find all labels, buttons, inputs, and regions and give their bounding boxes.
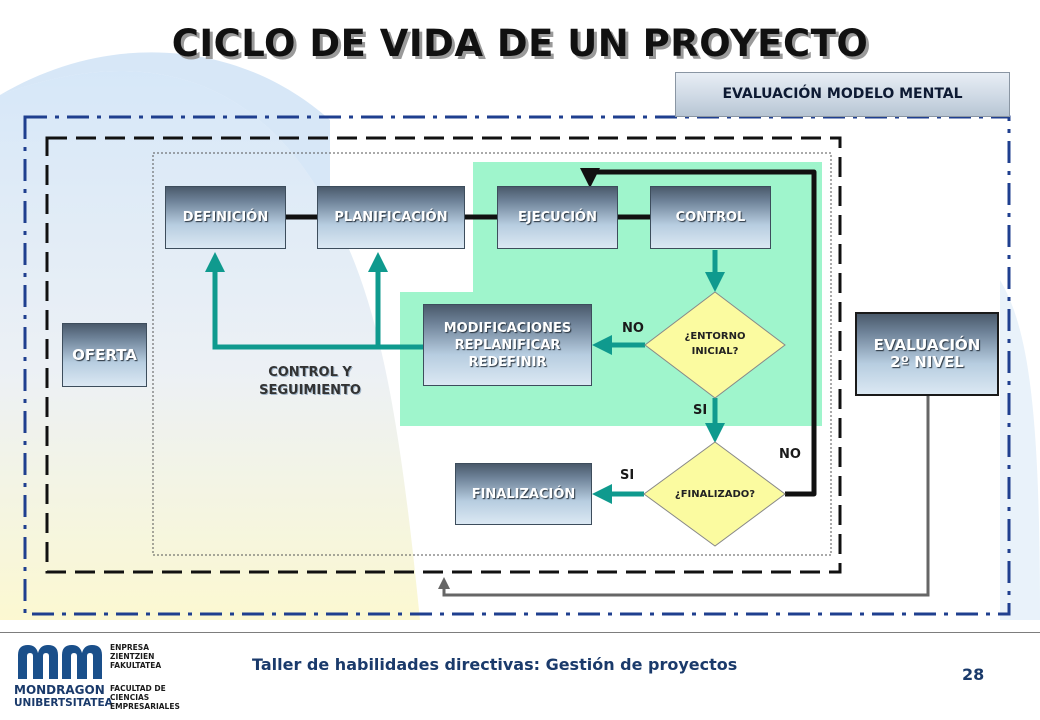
logo-side1-a: ENPRESA	[110, 643, 150, 652]
footer-text: Taller de habilidades directivas: Gestió…	[252, 655, 738, 674]
diamond-finalizado	[643, 441, 786, 547]
page-number: 28	[962, 665, 985, 684]
definicion-box: DEFINICIÓN	[165, 186, 286, 249]
background-blue-band	[0, 52, 330, 210]
modificaciones-line3: REDEFINIR	[468, 354, 547, 370]
arrow-no-loop	[580, 168, 817, 497]
entorno-question: ¿ENTORNO INICIAL?	[665, 329, 765, 359]
logo-side2-b: CIENCIAS	[110, 693, 150, 702]
footer-divider	[0, 632, 1040, 633]
modificaciones-line2: REPLANIFICAR	[454, 337, 561, 353]
control-seguimiento-label: CONTROL Y SEGUIMIENTO	[230, 364, 390, 400]
logo-side1-b: ZIENTZIEN	[110, 652, 155, 661]
label-si-finalizado: SI	[620, 468, 635, 483]
control-box: CONTROL	[650, 186, 771, 249]
logo-side1-c: FAKULTATEA	[110, 661, 162, 670]
evaluacion-2-line2: 2º NIVEL	[890, 353, 964, 371]
ejecucion-box: EJECUCIÓN	[497, 186, 618, 249]
entorno-line1: ¿ENTORNO	[684, 331, 746, 342]
logo-side-group-2: FACULTAD DE CIENCIAS EMPRESARIALES	[110, 684, 180, 711]
mondragon-logo-mark	[18, 645, 102, 679]
label-si-entorno: SI	[693, 403, 708, 418]
logo-side-group-1: ENPRESA ZIENTZIEN FAKULTATEA	[110, 643, 161, 670]
evaluacion-modelo-mental-box: EVALUACIÓN MODELO MENTAL	[675, 72, 1010, 117]
finalizado-question: ¿FINALIZADO?	[674, 489, 756, 500]
outer-frame	[23, 115, 1011, 616]
arrow-mod-feedback	[205, 252, 423, 350]
control-seguimiento-line1: CONTROL Y	[268, 365, 352, 380]
right-shade	[1000, 280, 1040, 620]
evaluacion-2-nivel-box: EVALUACIÓN 2º NIVEL	[855, 312, 999, 396]
modificaciones-line1: MODIFICACIONES	[443, 320, 572, 336]
finalizacion-box: FINALIZACIÓN	[455, 463, 592, 525]
logo-name-line1: MONDRAGON	[14, 683, 105, 697]
label-no-entorno: NO	[622, 321, 644, 336]
label-no-finalizado: NO	[779, 447, 801, 462]
diamond-entorno	[644, 291, 786, 399]
logo-side2-c: EMPRESARIALES	[110, 702, 180, 711]
evaluacion-2-line1: EVALUACIÓN	[873, 336, 981, 354]
page-title: CICLO DE VIDA DE UN PROYECTO	[171, 22, 869, 65]
entorno-line2: INICIAL?	[691, 346, 739, 357]
planificacion-box: PLANIFICACIÓN	[317, 186, 465, 249]
oferta-box: OFERTA	[62, 323, 147, 387]
background-arc	[0, 70, 420, 620]
modificaciones-box: MODIFICACIONES REPLANIFICAR REDEFINIR	[423, 304, 592, 386]
logo-name-line2: UNIBERTSITATEA	[14, 697, 113, 709]
control-seguimiento-line2: SEGUIMIENTO	[259, 383, 361, 398]
arrow-eval2-back	[438, 396, 930, 597]
middle-frame	[45, 136, 842, 574]
logo-side2-a: FACULTAD DE	[110, 684, 166, 693]
